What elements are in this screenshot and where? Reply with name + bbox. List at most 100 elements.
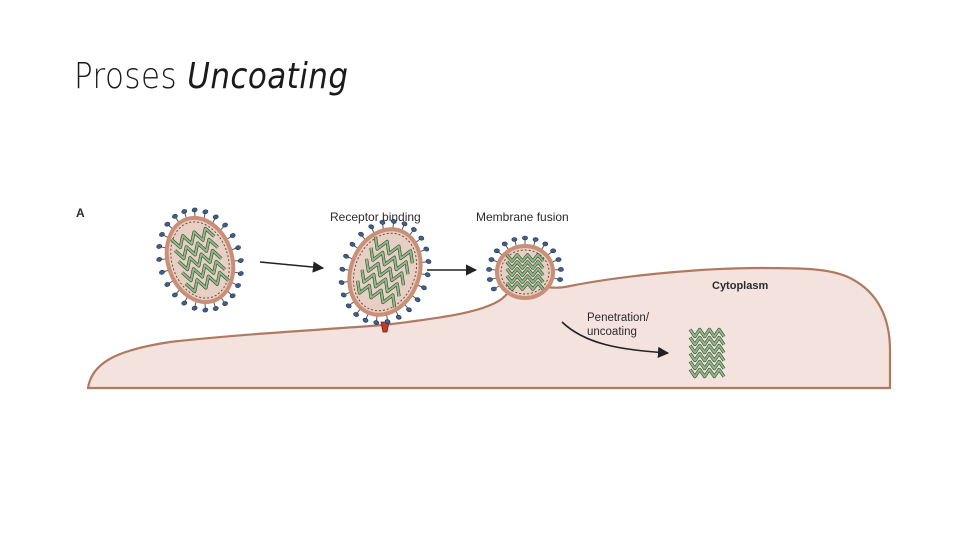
released-coil (689, 328, 725, 338)
spike-glycoprotein (349, 241, 356, 247)
nucleocapsid-coil (174, 238, 219, 260)
virion-fusing (486, 235, 564, 300)
spike-glycoprotein (488, 257, 495, 262)
virion-free (156, 207, 244, 313)
matrix-layer (170, 221, 230, 299)
spike-glycoprotein (202, 307, 209, 313)
nucleocapsid-coil (506, 281, 544, 291)
virion-body (338, 218, 432, 326)
slide-title-italic: Uncoating (187, 56, 349, 97)
matrix-layer (352, 232, 418, 312)
virion-body (486, 235, 564, 300)
nucleocapsid-coil (365, 258, 405, 286)
label-penetration: Penetration/ (587, 312, 650, 324)
nucleocapsid-coil (181, 260, 226, 282)
spike-glycoprotein (401, 221, 408, 227)
spike-glycoprotein (340, 292, 347, 298)
spike-glycoprotein (421, 285, 427, 291)
virion-receptor-bound (338, 218, 432, 326)
nucleocapsid-coil (374, 236, 414, 264)
spike-glycoprotein (181, 209, 188, 214)
spike-glycoprotein (373, 320, 380, 326)
arrow-penetration (561, 321, 670, 358)
spike-glycoprotein (345, 303, 352, 309)
spike-glycoprotein (501, 241, 508, 247)
panel-letter: A (76, 206, 85, 220)
spike-glycoprotein (406, 307, 412, 313)
spike-glycoprotein (339, 266, 346, 272)
spike-glycoprotein (164, 282, 171, 287)
spike-glycoprotein (532, 237, 539, 242)
spike-glycoprotein (191, 207, 198, 213)
spike-glycoprotein (384, 319, 391, 325)
spike-glycoprotein (542, 241, 549, 247)
nucleocapsid-coil (369, 247, 409, 275)
spike-glycoprotein (229, 293, 236, 299)
spike-glycoprotein (235, 245, 241, 251)
spike-glycoprotein (212, 214, 219, 220)
spike-glycoprotein (493, 248, 500, 254)
spike-glycoprotein (235, 283, 241, 288)
label-uncoating: uncoating (587, 326, 637, 338)
spike-glycoprotein (338, 280, 345, 285)
matrix-layer (500, 249, 550, 295)
nucleocapsid-coil (185, 271, 230, 293)
spike-glycoprotein (425, 259, 432, 264)
spike-glycoprotein (156, 257, 163, 262)
nucleocapsid-coil (170, 227, 215, 249)
label-receptor-binding: Receptor binding (330, 210, 421, 224)
spike-glycoprotein (156, 244, 163, 249)
spike-glycoprotein (229, 233, 236, 238)
spike-glycoprotein (379, 219, 386, 225)
spike-glycoprotein (212, 306, 219, 311)
released-coil (689, 352, 725, 362)
spike-glycoprotein (411, 227, 417, 232)
spike-glycoprotein (164, 221, 171, 227)
spike-glycoprotein (343, 253, 349, 259)
spike-glycoprotein (423, 246, 430, 252)
spike-glycoprotein (550, 248, 557, 254)
spike-glycoprotein (395, 314, 402, 320)
released-coil (689, 344, 725, 354)
nucleocapsid-coil (506, 260, 544, 270)
nucleocapsid-coil (506, 267, 544, 277)
spike-glycoprotein (172, 213, 178, 219)
arrow-approach (259, 261, 325, 273)
spike-glycoprotein (237, 271, 244, 276)
spike-glycoprotein (353, 312, 359, 317)
spike-glycoprotein (222, 222, 228, 228)
virion-body (156, 207, 244, 313)
nucleocapsid-coil (356, 280, 396, 308)
spike-glycoprotein (487, 277, 493, 282)
nucleocapsid-coil (506, 253, 544, 263)
label-membrane-fusion: Membrane fusion (476, 210, 569, 224)
nucleocapsid-coil (177, 249, 223, 271)
spike-glycoprotein (368, 224, 375, 230)
spike-glycoprotein (172, 292, 178, 298)
spike-glycoprotein (486, 267, 493, 272)
spike-glycoprotein (390, 218, 397, 224)
spike-glycoprotein (358, 231, 364, 237)
slide-title: Proses Uncoating (74, 56, 348, 97)
spike-glycoprotein (557, 277, 563, 282)
spike-glycoprotein (159, 232, 165, 237)
released-coil (689, 360, 725, 370)
spike-glycoprotein (418, 235, 425, 241)
spike-glycoprotein (557, 267, 564, 272)
released-coil (689, 368, 725, 378)
released-coil (689, 336, 725, 346)
spike-glycoprotein (181, 300, 188, 306)
spike-glycoprotein (414, 297, 421, 303)
spike-glycoprotein (555, 257, 562, 262)
spike-glycoprotein (222, 301, 228, 307)
spike-glycoprotein (424, 272, 431, 278)
spike-glycoprotein (202, 209, 209, 215)
spike-glycoprotein (522, 235, 528, 241)
spike-glycoprotein (362, 317, 369, 323)
spike-glycoprotein (191, 305, 198, 311)
spike-glycoprotein (511, 237, 518, 242)
label-cytoplasm: Cytoplasm (712, 280, 768, 292)
spike-glycoprotein (159, 269, 165, 275)
nucleocapsid-coil (506, 274, 544, 284)
